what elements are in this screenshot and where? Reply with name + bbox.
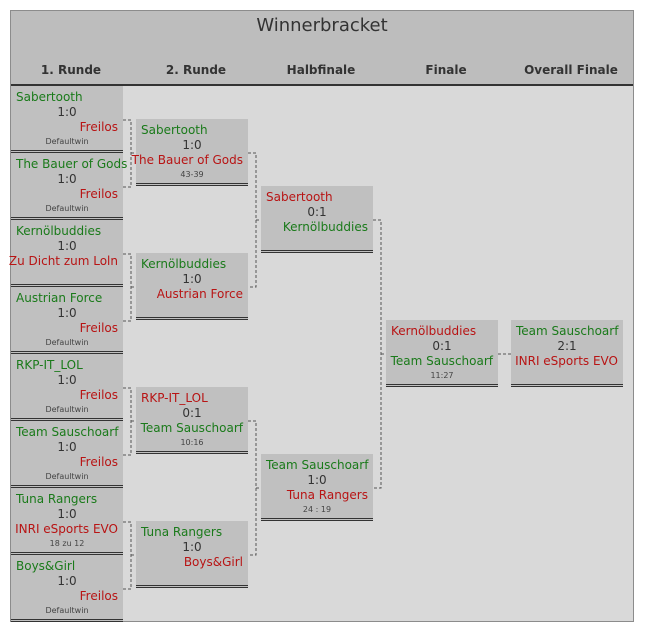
- team-1-name: Sabertooth: [16, 90, 83, 104]
- team-2-name: Freilos: [79, 120, 118, 134]
- overall-final-header: Overall Finale: [524, 63, 618, 77]
- match-score: 1:0: [57, 507, 77, 521]
- match-note: Defaultwin: [45, 606, 89, 615]
- connector-line: [123, 253, 136, 322]
- team-2-name: Team Sauschoarf: [140, 421, 243, 435]
- connector-line: [248, 152, 261, 288]
- team-1-name: Kernölbuddies: [16, 224, 102, 238]
- match-score: 1:0: [182, 138, 202, 152]
- match-score: 1:0: [57, 172, 77, 186]
- team-2-name: Freilos: [79, 455, 118, 469]
- team-2-name: Boys&Girl: [183, 555, 243, 569]
- team-1-name: The Bauer of Gods: [16, 157, 128, 171]
- team-2-name: Freilos: [79, 321, 118, 335]
- match-note: Defaultwin: [45, 137, 89, 146]
- team-1-name: RKP-IT_LOL: [16, 358, 83, 372]
- connector-line: [123, 521, 136, 590]
- team-2-name: Freilos: [79, 388, 118, 402]
- team-2-name: Tuna Rangers: [286, 488, 368, 502]
- match-score: 1:0: [57, 105, 77, 119]
- match-score: 0:1: [307, 205, 327, 219]
- match-note: Defaultwin: [45, 472, 89, 481]
- semifinal-header: Halbfinale: [286, 63, 356, 77]
- connector-line: [123, 119, 136, 188]
- team-2-name: Austrian Force: [156, 287, 243, 301]
- bracket-header: Winnerbracket 1. Runde 2. Runde Halbfina…: [11, 11, 633, 86]
- match-note: Defaultwin: [45, 338, 89, 347]
- match-score: 0:1: [432, 339, 452, 353]
- team-1-name: Sabertooth: [266, 190, 333, 204]
- team-1-name: Austrian Force: [16, 291, 103, 305]
- match-score: 2:1: [557, 339, 577, 353]
- match-note: 24 : 19: [302, 505, 332, 514]
- bracket-connectors: [123, 119, 511, 590]
- team-2-name: Team Sauschoarf: [390, 354, 493, 368]
- team-1-name: Sabertooth: [141, 123, 208, 137]
- team-1-name: Tuna Rangers: [141, 525, 223, 539]
- connector-line: [373, 219, 386, 489]
- round-2-header: 2. Runde: [165, 63, 227, 77]
- bracket-frame: Winnerbracket 1. Runde 2. Runde Halbfina…: [8, 10, 634, 622]
- team-1-name: Kernölbuddies: [391, 324, 477, 338]
- match-note: Defaultwin: [45, 204, 89, 213]
- team-1-name: Boys&Girl: [16, 559, 76, 573]
- connector-line: [248, 420, 261, 556]
- match-score: 1:0: [307, 473, 327, 487]
- match-note: Defaultwin: [45, 405, 89, 414]
- team-2-name: The Bauer of Gods: [131, 153, 243, 167]
- team-1-name: RKP-IT_LOL: [141, 391, 208, 405]
- team-2-name: Zu Dicht zum Loln: [8, 254, 118, 268]
- team-2-name: Freilos: [79, 187, 118, 201]
- match-note: 11:27: [430, 371, 454, 380]
- match-note: 18 zu 12: [49, 539, 85, 548]
- match-score: 1:0: [57, 440, 77, 454]
- team-1-name: Tuna Rangers: [16, 492, 98, 506]
- match-score: 1:0: [57, 306, 77, 320]
- team-2-name: INRI eSports EVO: [15, 522, 118, 536]
- team-1-name: Kernölbuddies: [141, 257, 227, 271]
- bracket-title: Winnerbracket: [256, 15, 388, 36]
- connector-line: [123, 387, 136, 456]
- match-score: 1:0: [182, 272, 202, 286]
- team-2-name: Kernölbuddies: [282, 220, 368, 234]
- match-note: 10:16: [180, 438, 204, 447]
- team-2-name: Freilos: [79, 589, 118, 603]
- round-1-header: 1. Runde: [40, 63, 102, 77]
- match-note: 43-39: [180, 170, 204, 179]
- team-1-name: Team Sauschoarf: [16, 425, 119, 439]
- match-score: 1:0: [57, 574, 77, 588]
- final-header: Finale: [425, 63, 467, 77]
- match-score: 0:1: [182, 406, 202, 420]
- team-1-name: Team Sauschoarf: [266, 458, 369, 472]
- team-2-name: INRI eSports EVO: [515, 354, 618, 368]
- match-score: 1:0: [182, 540, 202, 554]
- team-1-name: Team Sauschoarf: [516, 324, 619, 338]
- match-score: 1:0: [57, 373, 77, 387]
- match-score: 1:0: [57, 239, 77, 253]
